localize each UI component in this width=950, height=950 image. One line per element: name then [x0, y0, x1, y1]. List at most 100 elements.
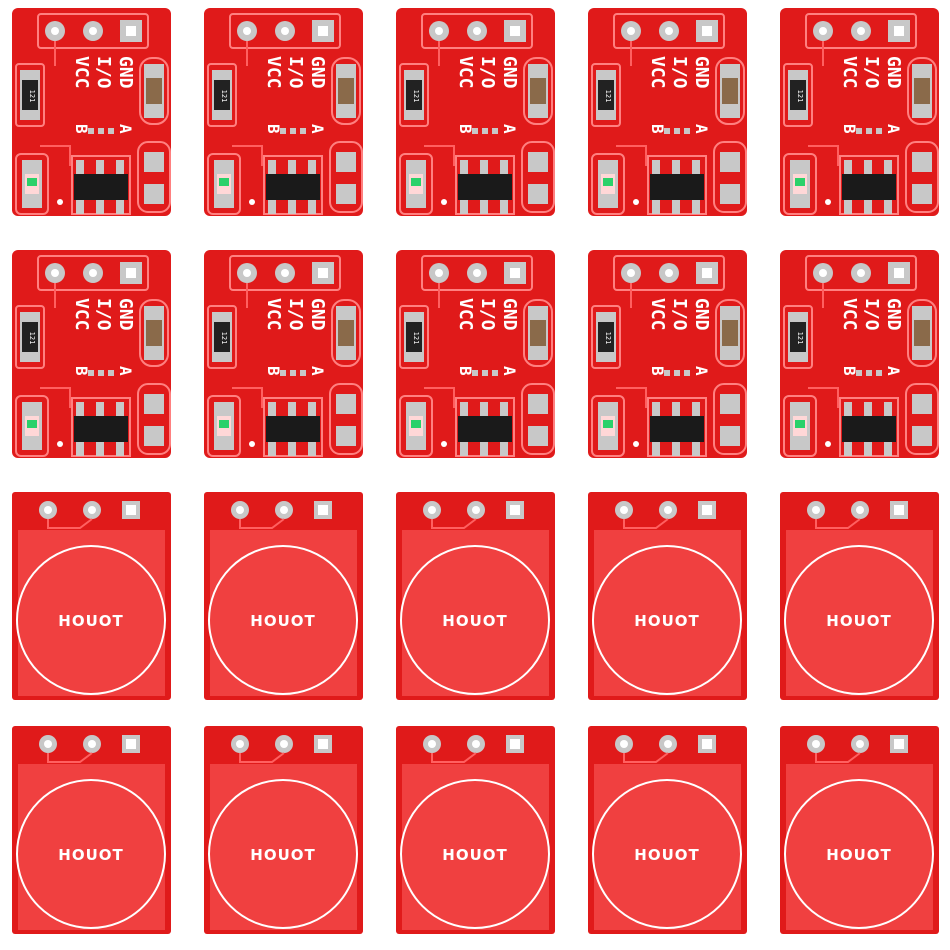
touch-module-back: 121 GND I/O VCC A B — [586, 6, 749, 218]
touch-module-back: 121 GND I/O VCC A B — [778, 6, 941, 218]
ic-chip — [842, 416, 896, 442]
svg-text:HOUOT: HOUOT — [442, 612, 507, 630]
touch-pad-outline — [208, 545, 358, 695]
svg-text:A: A — [116, 366, 135, 376]
svg-text:I/O: I/O — [669, 298, 690, 331]
svg-text:121: 121 — [28, 332, 36, 345]
touch-pad-outline — [208, 779, 358, 929]
ic-chip — [650, 174, 704, 200]
ic-chip — [842, 174, 896, 200]
svg-text:GND: GND — [115, 56, 136, 89]
ic-chip — [650, 416, 704, 442]
svg-text:GND: GND — [883, 56, 904, 89]
svg-text:GND: GND — [499, 298, 520, 331]
svg-text:GND: GND — [307, 56, 328, 89]
ic-chip — [458, 416, 512, 442]
svg-text:VCC: VCC — [839, 56, 860, 89]
svg-text:121: 121 — [796, 332, 804, 345]
touch-module-front: HOUOT — [394, 490, 557, 702]
svg-text:121: 121 — [796, 90, 804, 103]
svg-text:GND: GND — [307, 298, 328, 331]
svg-text:I/O: I/O — [477, 298, 498, 331]
svg-text:B: B — [456, 366, 475, 376]
svg-text:B: B — [840, 366, 859, 376]
svg-text:B: B — [72, 124, 91, 134]
svg-text:121: 121 — [220, 332, 228, 345]
svg-text:I/O: I/O — [285, 56, 306, 89]
svg-text:B: B — [840, 124, 859, 134]
svg-text:A: A — [500, 366, 519, 376]
svg-text:A: A — [884, 366, 903, 376]
touch-module-back: 121 GND I/O VCC A B — [586, 248, 749, 460]
touch-module-front: HOUOT — [778, 724, 941, 936]
svg-text:121: 121 — [604, 90, 612, 103]
svg-text:HOUOT: HOUOT — [58, 846, 123, 864]
svg-text:A: A — [308, 124, 327, 134]
svg-text:A: A — [500, 124, 519, 134]
touch-module-back: 121 GND I/O VCC A B — [778, 248, 941, 460]
ic-chip — [266, 416, 320, 442]
touch-module-back: 121 GND I/O VCC A B — [394, 248, 557, 460]
svg-text:B: B — [72, 366, 91, 376]
touch-pad-outline — [592, 545, 742, 695]
svg-text:HOUOT: HOUOT — [442, 846, 507, 864]
touch-pad-outline — [400, 779, 550, 929]
svg-text:HOUOT: HOUOT — [634, 846, 699, 864]
svg-text:HOUOT: HOUOT — [58, 612, 123, 630]
svg-text:I/O: I/O — [861, 56, 882, 89]
touch-module-front: HOUOT — [586, 724, 749, 936]
ic-chip — [266, 174, 320, 200]
touch-module-front: HOUOT — [586, 490, 749, 702]
svg-text:I/O: I/O — [285, 298, 306, 331]
svg-text:A: A — [116, 124, 135, 134]
ic-chip — [74, 416, 128, 442]
svg-text:B: B — [648, 366, 667, 376]
touch-module-front: HOUOT — [202, 490, 365, 702]
svg-text:HOUOT: HOUOT — [826, 612, 891, 630]
svg-text:A: A — [692, 124, 711, 134]
svg-text:121: 121 — [28, 90, 36, 103]
svg-text:GND: GND — [115, 298, 136, 331]
ic-chip — [74, 174, 128, 200]
touch-module-front: HOUOT — [10, 724, 173, 936]
touch-pad-outline — [592, 779, 742, 929]
touch-module-front: HOUOT — [778, 490, 941, 702]
touch-pad-outline — [784, 779, 934, 929]
svg-text:A: A — [884, 124, 903, 134]
svg-text:A: A — [692, 366, 711, 376]
svg-text:B: B — [264, 366, 283, 376]
touch-pad-outline — [784, 545, 934, 695]
touch-module-back: 121 GND I/O VCC A B — [202, 6, 365, 218]
svg-text:HOUOT: HOUOT — [250, 612, 315, 630]
touch-module-back: 121 GND I/O VCC A B — [394, 6, 557, 218]
touch-pad-outline — [400, 545, 550, 695]
svg-text:VCC: VCC — [647, 56, 668, 89]
svg-text:VCC: VCC — [263, 298, 284, 331]
svg-text:VCC: VCC — [263, 56, 284, 89]
svg-text:VCC: VCC — [71, 56, 92, 89]
svg-text:GND: GND — [883, 298, 904, 331]
svg-text:B: B — [264, 124, 283, 134]
touch-module-back: 121 GND I/O VCC A B — [202, 248, 365, 460]
svg-text:121: 121 — [412, 90, 420, 103]
touch-module-front: HOUOT — [394, 724, 557, 936]
svg-text:I/O: I/O — [93, 298, 114, 331]
svg-text:HOUOT: HOUOT — [250, 846, 315, 864]
touch-module-front: HOUOT — [202, 724, 365, 936]
svg-text:VCC: VCC — [71, 298, 92, 331]
svg-text:VCC: VCC — [647, 298, 668, 331]
svg-text:GND: GND — [691, 56, 712, 89]
svg-text:B: B — [456, 124, 475, 134]
ic-chip — [458, 174, 512, 200]
svg-text:B: B — [648, 124, 667, 134]
touch-pad-outline — [16, 779, 166, 929]
svg-text:I/O: I/O — [861, 298, 882, 331]
svg-text:A: A — [308, 366, 327, 376]
svg-text:121: 121 — [604, 332, 612, 345]
svg-text:GND: GND — [499, 56, 520, 89]
svg-text:121: 121 — [412, 332, 420, 345]
svg-text:I/O: I/O — [477, 56, 498, 89]
svg-text:I/O: I/O — [669, 56, 690, 89]
touch-module-front: HOUOT — [10, 490, 173, 702]
